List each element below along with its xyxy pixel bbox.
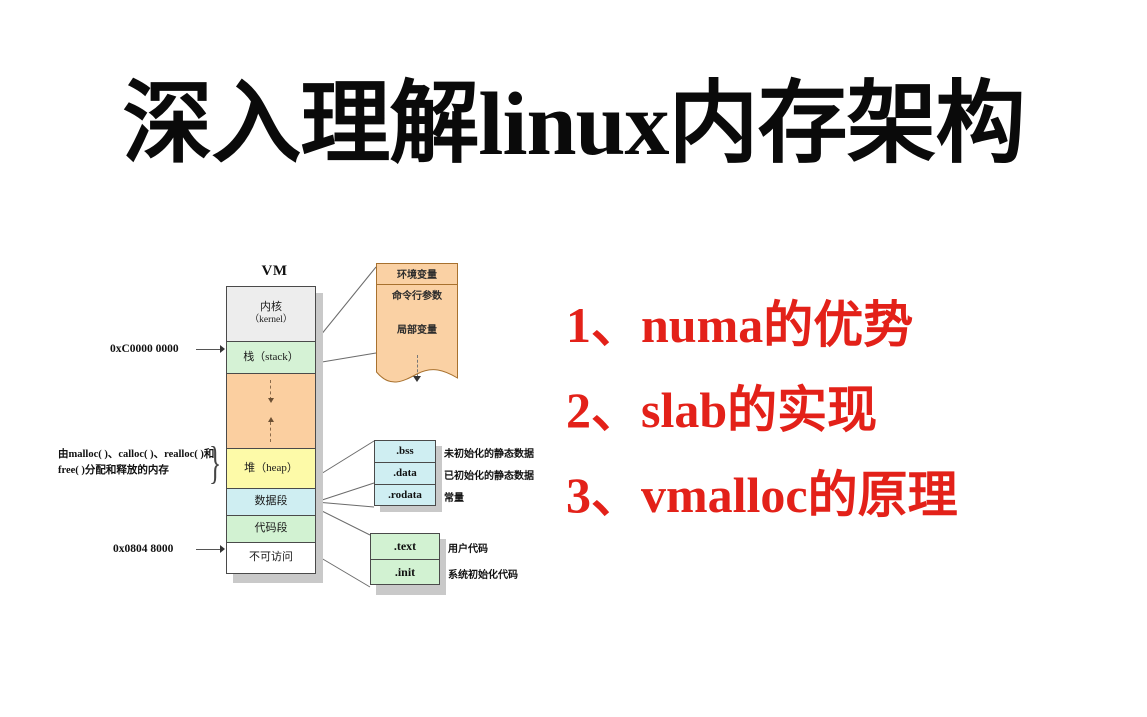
address-arrow-icon-2 [220, 545, 225, 553]
vm-column-label: VM [261, 263, 288, 279]
agenda-list: 1、numa的优势 2、slab的实现 3、vmalloc的原理 [566, 300, 1141, 520]
vm-segment-inaccessible-label: 不可访问 [249, 551, 293, 564]
address-arrow-icon-1 [220, 345, 225, 353]
stack-detail-callout: 环境变量 命令行参数 局部变量 [376, 263, 458, 384]
vm-segment-kernel-line1: 内核 [260, 301, 282, 314]
stack-callout-row-env: 环境变量 [376, 263, 458, 284]
vm-segment-stack-label: 栈（stack） [243, 350, 299, 363]
stack-direction-dashed-line [417, 355, 419, 377]
data-callout-row-data: .data [374, 462, 436, 484]
vm-segment-free-space [227, 374, 315, 449]
vm-segment-kernel: 内核 （kernel） [227, 287, 315, 342]
agenda-item-3: 3、vmalloc的原理 [566, 470, 1141, 520]
stack-direction-arrow-icon [413, 376, 421, 382]
agenda-item-2: 2、slab的实现 [566, 385, 1141, 435]
address-leader-line-2 [196, 549, 222, 550]
heap-brace-icon: } [209, 437, 222, 488]
code-callout-row-text: .text [370, 533, 440, 559]
stack-grow-arrow-icon [268, 398, 274, 403]
agenda-item-2-index: 2、 [566, 382, 641, 438]
heap-grow-arrow-icon [268, 417, 274, 422]
agenda-item-2-text: slab的实现 [641, 382, 878, 438]
agenda-item-1: 1、numa的优势 [566, 300, 1141, 350]
stack-callout-row-argv: 命令行参数 [376, 284, 458, 305]
vm-segment-heap: 堆（heap） [227, 449, 315, 489]
vm-segment-inaccessible: 不可访问 [227, 543, 315, 573]
vm-segment-stack: 栈（stack） [227, 342, 315, 374]
vm-segment-code-label: 代码段 [254, 522, 288, 535]
vm-column: 内核 （kernel） 栈（stack） 堆（heap） 数据段 代码段 [226, 286, 316, 574]
agenda-item-3-index: 3、 [566, 467, 641, 523]
vm-segment-code: 代码段 [227, 516, 315, 543]
data-callout-desc-rodata: 常量 [444, 493, 464, 504]
code-callout-desc-text: 用户代码 [448, 544, 488, 555]
data-callout-desc-data: 已初始化的静态数据 [444, 471, 534, 482]
address-label-kernel-base: 0xC0000 0000 [110, 343, 179, 355]
stack-grow-dashed-line [270, 380, 272, 400]
agenda-item-3-text: vmalloc的原理 [641, 467, 958, 523]
vm-segment-kernel-line2: （kernel） [249, 314, 293, 325]
address-label-code-base: 0x0804 8000 [113, 543, 174, 555]
address-leader-line-1 [196, 349, 222, 350]
data-callout-row-rodata: .rodata [374, 484, 436, 506]
data-callout-row-bss: .bss [374, 440, 436, 462]
code-callout-row-init: .init [370, 559, 440, 585]
page-title: 深入理解linux内存架构 [122, 75, 1025, 174]
agenda-item-1-index: 1、 [566, 297, 641, 353]
code-callout-desc-init: 系统初始化代码 [448, 570, 518, 581]
agenda-item-1-text: numa的优势 [641, 297, 914, 353]
vm-segment-heap-label: 堆（heap） [244, 461, 298, 474]
data-section-callout: .bss .data .rodata [374, 440, 436, 506]
data-callout-desc-bss: 未初始化的静态数据 [444, 449, 534, 460]
code-section-callout: .text .init [370, 533, 440, 585]
vm-segment-data: 数据段 [227, 489, 315, 516]
memory-layout-diagram: VM 内核 （kernel） 栈（stack） 堆（heap） 数据段 [0, 255, 566, 625]
heap-allocation-note: 由malloc( )、calloc( )、realloc( )和free( )分… [58, 449, 215, 476]
heap-grow-dashed-line [270, 422, 272, 442]
vm-segment-data-label: 数据段 [254, 495, 288, 508]
